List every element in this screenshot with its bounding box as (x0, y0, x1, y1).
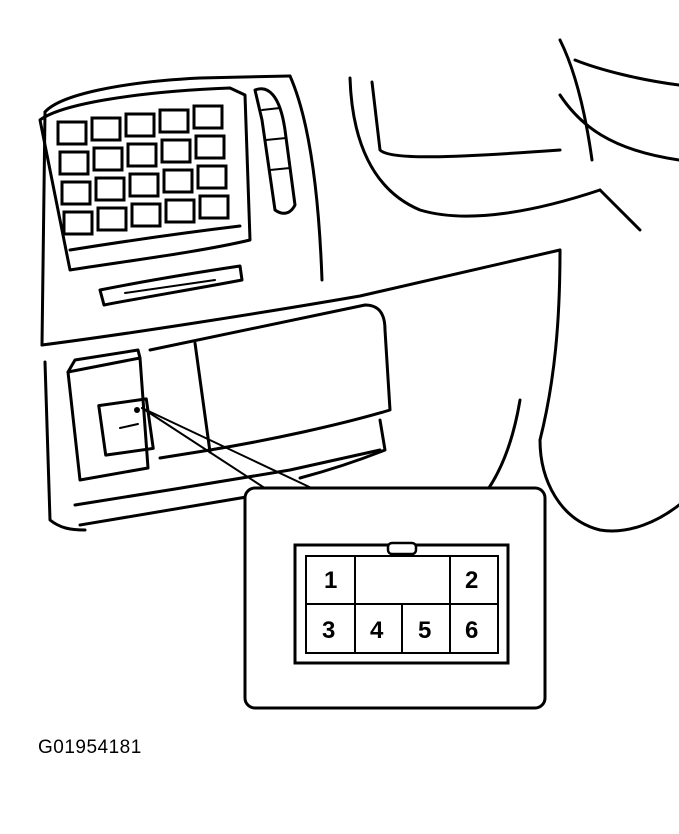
connector-key-tab (386, 541, 418, 556)
leader-lines (141, 407, 321, 499)
figure-id: G01954181 (38, 737, 142, 758)
air-vent (38, 86, 297, 307)
pin-3-label: 3 (322, 617, 335, 644)
pin-2-label: 2 (465, 567, 478, 594)
connector-location (66, 303, 392, 482)
connector-callout: 1 2 3 4 5 6 (243, 486, 547, 710)
pin-5-label: 5 (418, 617, 431, 644)
pin-6-label: 6 (465, 617, 478, 644)
pin-4-label: 4 (370, 617, 384, 644)
pin-1-label: 1 (324, 567, 337, 594)
